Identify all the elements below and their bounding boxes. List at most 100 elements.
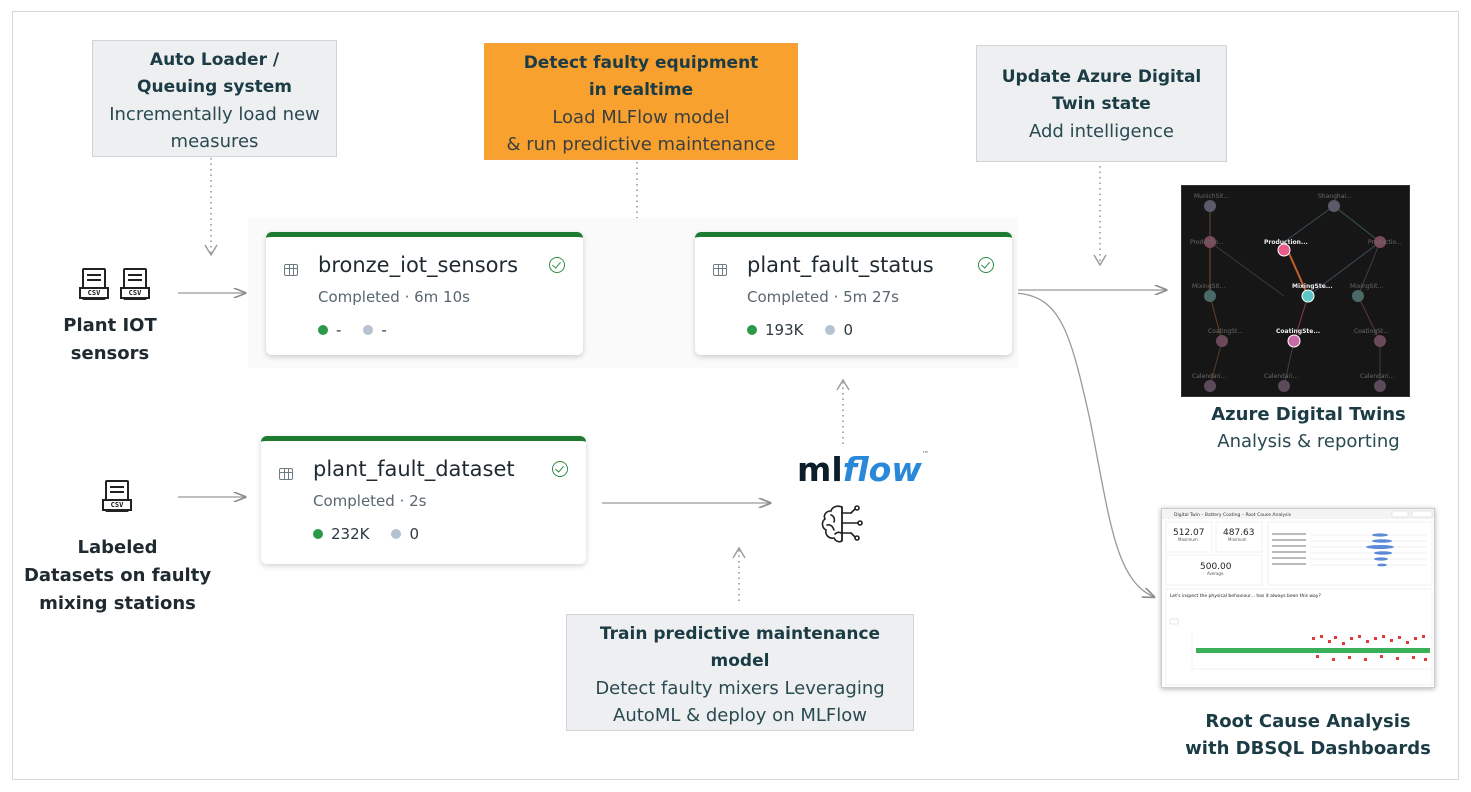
twin-label: MixingSit... — [1192, 283, 1225, 290]
kpi-min-value: 487.63 — [1223, 528, 1255, 538]
detect-sub-2: & run predictive maintenance — [506, 134, 776, 155]
detect-callout: Detect faulty equipment in realtime Load… — [484, 43, 798, 160]
twin-label: MixingSte... — [1292, 283, 1333, 290]
green-dot-icon — [313, 529, 323, 539]
metric-written: - — [336, 321, 342, 339]
twins-sub: Analysis & reporting — [1217, 431, 1400, 452]
twin-label: Productio... — [1368, 239, 1402, 246]
dashboard-question: Let's inspect the physical behaviour... … — [1170, 593, 1321, 599]
iot-source-line-1: Plant IOT — [63, 315, 157, 336]
csv-file-icon: CSV — [79, 268, 109, 304]
dashboard-svg: Digital Twin – Battery Coating – Root Ca… — [1162, 509, 1434, 686]
brain-circuit-icon — [821, 505, 863, 543]
twin-label: MunichSit... — [1194, 193, 1229, 200]
check-circle-icon — [549, 257, 565, 273]
azure-update-title-2: Twin state — [1052, 94, 1151, 114]
twin-label: CoatingSt... — [1208, 328, 1243, 335]
metric-dropped: 0 — [409, 525, 420, 543]
detect-sub-1: Load MLFlow model — [552, 107, 730, 128]
train-sub-1: Detect faulty mixers Leveraging — [595, 678, 885, 699]
twin-label: Calendari... — [1264, 373, 1298, 380]
kpi-min-label: Minimum — [1228, 537, 1247, 542]
table-icon — [279, 468, 293, 480]
node-plant-fault-status[interactable]: plant_fault_status Completed · 5m 27s 19… — [695, 232, 1012, 355]
autoloader-sub-2: measures — [170, 131, 259, 152]
green-dot-icon — [318, 325, 328, 335]
detect-title-2: in realtime — [588, 80, 694, 100]
node-status: Completed · 6m 10s — [318, 288, 470, 306]
autoloader-callout: Auto Loader / Queuing system Incremental… — [92, 40, 337, 157]
detect-title-1: Detect faulty equipment — [523, 53, 759, 73]
rca-title-2: with DBSQL Dashboards — [1185, 738, 1431, 759]
csv-tag: CSV — [102, 499, 132, 511]
twin-graph-svg: MunichSit... Shanghai... Productio... Pr… — [1190, 193, 1402, 392]
check-circle-icon — [978, 257, 994, 273]
azure-update-sub-1: Add intelligence — [1029, 121, 1174, 142]
dashboard-header: Digital Twin – Battery Coating – Root Ca… — [1174, 512, 1292, 518]
csv-file-icon: CSV — [120, 268, 150, 304]
kpi-avg-label: Average — [1207, 571, 1224, 576]
csv-tag: CSV — [79, 287, 109, 299]
train-title-2: model — [710, 651, 770, 671]
table-icon — [713, 264, 727, 276]
twins-caption: Azure Digital Twins Analysis & reporting — [1180, 401, 1437, 455]
train-title-1: Train predictive maintenance — [599, 624, 881, 644]
autoloader-sub-1: Incrementally load new — [109, 104, 320, 125]
autoloader-title-1: Auto Loader / — [149, 50, 280, 70]
train-sub-2: AutoML & deploy on MLFlow — [613, 705, 867, 726]
mlflow-logo-flow: flow — [842, 450, 922, 489]
twin-label: CoatingSte... — [1276, 328, 1320, 335]
node-metrics: 193K 0 — [747, 321, 875, 339]
mlflow-logo-ml: ml — [797, 450, 843, 489]
node-plant-fault-dataset[interactable]: plant_fault_dataset Completed · 2s 232K … — [261, 436, 586, 564]
mlflow-logo-tm: ™ — [921, 450, 929, 458]
grey-dot-icon — [391, 529, 402, 539]
dbsql-dashboard-thumbnail: Digital Twin – Battery Coating – Root Ca… — [1161, 508, 1435, 688]
node-name: plant_fault_status — [747, 253, 934, 277]
node-metrics: 232K 0 — [313, 525, 441, 543]
node-name: bronze_iot_sensors — [318, 253, 519, 277]
azure-update-title-1: Update Azure Digital — [1001, 67, 1202, 87]
labeled-source-line-2: Datasets on faulty — [23, 565, 212, 586]
twin-label: Production... — [1264, 239, 1308, 246]
rca-caption: Root Cause Analysis with DBSQL Dashboard… — [1163, 708, 1453, 762]
check-circle-icon — [552, 461, 568, 477]
csv-file-icon: CSV — [102, 480, 132, 516]
azure-update-callout: Update Azure Digital Twin state Add inte… — [976, 45, 1227, 162]
twin-label: Calendari... — [1192, 373, 1226, 380]
labeled-source-line-3: mixing stations — [39, 593, 196, 614]
table-icon — [284, 264, 298, 276]
node-name: plant_fault_dataset — [313, 457, 515, 481]
twin-label: Productio... — [1190, 239, 1224, 246]
autoloader-title-2: Queuing system — [137, 77, 292, 97]
arrow-status-to-dashboard — [1013, 292, 1154, 597]
mlflow-logo: mlflow™ — [797, 450, 929, 489]
grey-dot-icon — [363, 325, 374, 335]
labeled-source-label: Labeled Datasets on faulty mixing statio… — [15, 534, 220, 618]
iot-source-line-2: sensors — [70, 343, 150, 364]
metric-dropped: 0 — [843, 321, 854, 339]
iot-source-label: Plant IOT sensors — [40, 312, 180, 368]
twin-label: Calendari... — [1360, 373, 1394, 380]
kpi-avg-value: 500.00 — [1200, 562, 1232, 572]
twins-title: Azure Digital Twins — [1211, 404, 1406, 425]
labeled-source-line-1: Labeled — [77, 537, 158, 558]
node-status: Completed · 2s — [313, 492, 427, 510]
metric-dropped: - — [381, 321, 387, 339]
metric-written: 232K — [331, 525, 370, 543]
node-metrics: - - — [318, 321, 409, 339]
node-bronze-iot-sensors[interactable]: bronze_iot_sensors Completed · 6m 10s - … — [266, 232, 583, 355]
kpi-max-value: 512.07 — [1173, 528, 1205, 538]
twin-label: Shanghai... — [1318, 193, 1352, 200]
azure-digital-twin-graph: MunichSit... Shanghai... Productio... Pr… — [1181, 185, 1410, 397]
rca-title-1: Root Cause Analysis — [1205, 711, 1411, 732]
twin-label: MixingSit... — [1350, 283, 1383, 290]
train-callout: Train predictive maintenance model Detec… — [566, 614, 914, 731]
twin-label: CoatingSt... — [1354, 328, 1389, 335]
metric-written: 193K — [765, 321, 804, 339]
kpi-max-label: Maximum — [1178, 537, 1198, 542]
grey-dot-icon — [825, 325, 836, 335]
green-dot-icon — [747, 325, 757, 335]
node-status: Completed · 5m 27s — [747, 288, 899, 306]
csv-tag: CSV — [120, 287, 150, 299]
